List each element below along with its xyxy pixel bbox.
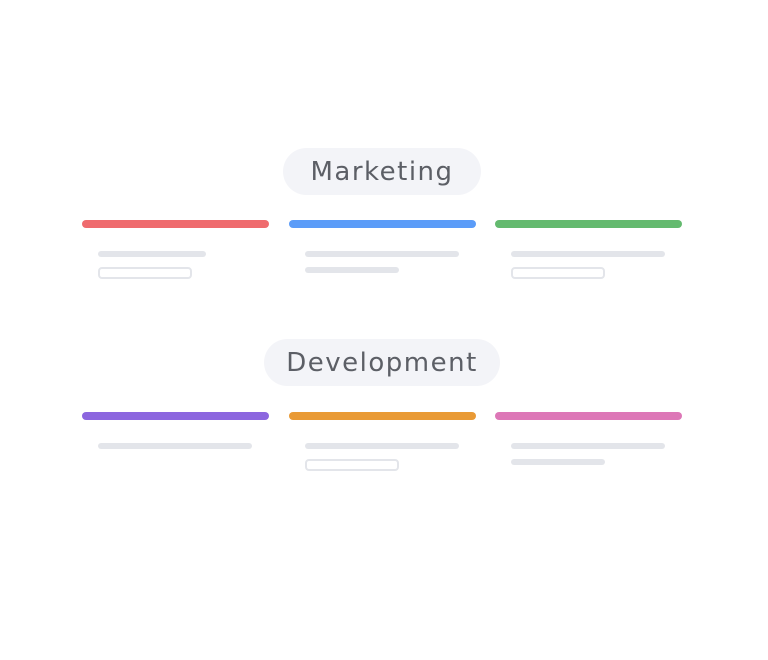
placeholder-line	[98, 251, 206, 257]
color-bar-orange	[289, 412, 476, 420]
color-bar-red	[82, 220, 269, 228]
placeholder-line	[511, 443, 665, 449]
color-bar-pink	[495, 412, 682, 420]
placeholder-line	[511, 251, 665, 257]
placeholder-line-short	[305, 267, 399, 273]
placeholder-line	[305, 443, 459, 449]
color-bar-purple	[82, 412, 269, 420]
placeholder-line	[305, 251, 459, 257]
placeholder-box	[511, 267, 605, 279]
placeholder-line	[98, 443, 252, 449]
color-bar-green	[495, 220, 682, 228]
group-title-pill: Marketing	[283, 148, 481, 195]
color-bar-blue	[289, 220, 476, 228]
group-title: Development	[286, 347, 478, 378]
group-title-pill: Development	[264, 339, 500, 386]
placeholder-box	[305, 459, 399, 471]
placeholder-line-short	[511, 459, 605, 465]
placeholder-box	[98, 267, 192, 279]
group-title: Marketing	[310, 156, 454, 187]
